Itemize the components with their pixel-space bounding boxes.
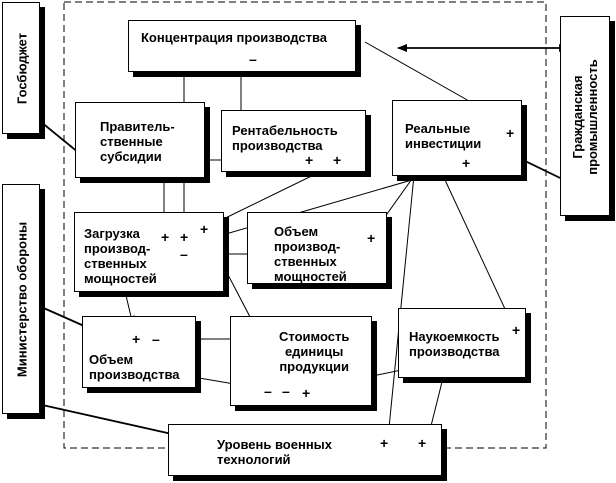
arrow-load-profit	[204, 166, 331, 229]
sign-concentration-minus: –	[249, 51, 257, 67]
capacity-volume-label: Объем производ- ственных мощностей	[274, 224, 347, 284]
sign-science-plus: +	[512, 322, 521, 338]
concentration-label: Концентрация производства	[141, 30, 328, 45]
subsidies-box: Правитель- ственные субсидии	[75, 102, 205, 178]
gosbudget-label: Госбюджет	[14, 32, 30, 105]
sign-cost-minus: –	[282, 383, 290, 399]
civil-industry-label: Гражданская промышленность	[570, 59, 600, 175]
military-tech-box: Уровень военных технологий	[168, 424, 442, 476]
concentration-box: Концентрация производства	[128, 20, 356, 72]
sign-capacity-plus: +	[367, 230, 376, 246]
production-volume-label: Объем производства	[89, 352, 180, 382]
investments-box: Реальные инвестиции	[392, 100, 522, 176]
civil-industry-box: Гражданская промышленность	[560, 16, 610, 216]
sign-profit-plus: +	[333, 152, 342, 168]
sign-invest-plus: +	[462, 155, 471, 171]
science-intensity-label: Наукоемкость производства	[409, 329, 500, 359]
profitability-box: Рентабельность производства	[221, 110, 366, 172]
sign-load-plus: +	[180, 229, 189, 245]
subsidies-label: Правитель- ственные субсидии	[100, 119, 175, 164]
sign-load-plus: +	[161, 229, 170, 245]
military-tech-label: Уровень военных технологий	[217, 437, 333, 467]
capacity-volume-box: Объем производ- ственных мощностей	[247, 212, 387, 284]
capacity-load-label: Загрузка производ- ственных мощностей	[84, 226, 157, 286]
unit-cost-label: Стоимость единицы продукции	[279, 329, 350, 374]
unit-cost-box: Стоимость единицы продукции	[230, 316, 372, 406]
ministry-defense-label: Министерство обороны	[14, 221, 30, 378]
sign-cost-plus: +	[302, 385, 311, 401]
gosbudget-box: Госбюджет	[2, 2, 40, 134]
ministry-defense-box: Министерство обороны	[2, 184, 40, 414]
sign-cost-minus: –	[264, 383, 272, 399]
profitability-label: Рентабельность производства	[232, 123, 338, 153]
sign-load-minus: –	[180, 246, 188, 262]
sign-production-plus: +	[132, 331, 141, 347]
arrow-investments-tech	[384, 154, 417, 439]
science-intensity-box: Наукоемкость производства	[398, 308, 526, 378]
sign-profit-plus: +	[305, 152, 314, 168]
sign-tech-plus: +	[380, 435, 389, 451]
investments-label: Реальные инвестиции	[405, 121, 482, 151]
production-volume-box: Объем производства	[82, 316, 196, 388]
sign-load-plus: +	[200, 221, 209, 237]
sign-production-minus: –	[152, 331, 160, 347]
arrow-investments-science	[431, 151, 513, 325]
sign-tech-plus: +	[418, 435, 427, 451]
sign-invest-plus: +	[506, 125, 515, 141]
capacity-load-box: Загрузка производ- ственных мощностей	[74, 212, 224, 292]
